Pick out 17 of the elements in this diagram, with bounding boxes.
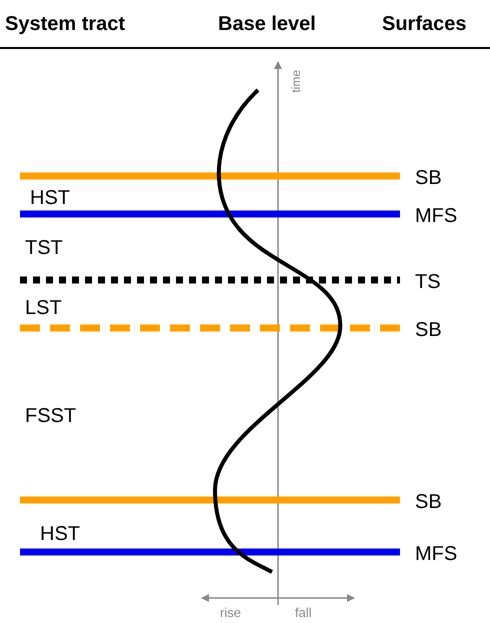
- surface-label: TS: [415, 272, 441, 292]
- tract-label: FSST: [25, 406, 76, 426]
- surface-label: SB: [415, 492, 442, 512]
- column-header: Base level: [218, 14, 316, 34]
- tract-label: HST: [40, 524, 80, 544]
- axis-label: fall: [295, 606, 312, 619]
- column-header: System tract: [5, 14, 126, 34]
- surface-label: SB: [415, 168, 442, 188]
- axis-label: time: [290, 70, 302, 93]
- column-header: Surfaces: [382, 14, 466, 34]
- surface-label: MFS: [415, 544, 458, 564]
- surface-label: MFS: [415, 206, 458, 226]
- axis-label: rise: [220, 606, 241, 619]
- surface-label: SB: [415, 320, 442, 340]
- tract-label: TST: [25, 238, 63, 258]
- tract-label: HST: [30, 188, 70, 208]
- tract-label: LST: [25, 298, 62, 318]
